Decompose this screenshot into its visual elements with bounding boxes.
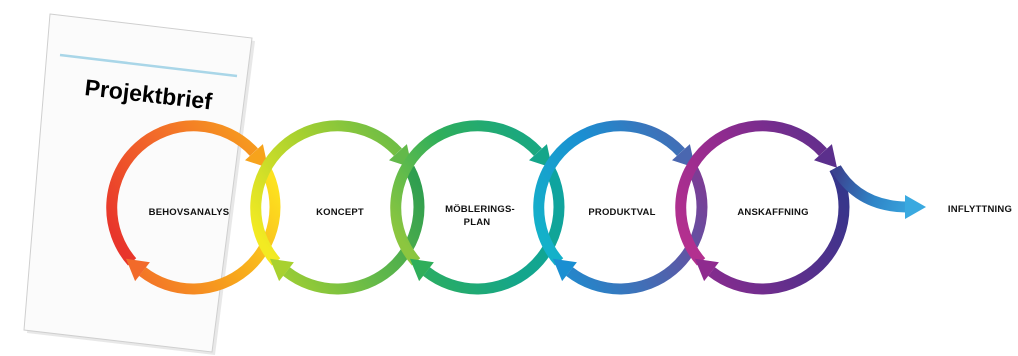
stage-arrowhead-upper [245,144,268,168]
stage-labels: BEHOVSANALYS KONCEPT MÖBLERINGS- PLAN PR… [149,204,1012,228]
stage-label-behovsanalys: BEHOVSANALYS [149,207,230,218]
stage-label-mobleringsplan: MÖBLERINGS- [445,204,515,215]
stage-arc-lower [283,165,425,295]
stage-label-anskaffning: ANSKAFFNING [737,207,808,218]
final-arrow-path [831,165,907,213]
document-page [23,13,253,353]
stage-ring-3 [390,120,565,295]
stage-rings [106,120,850,295]
stage-label-produktval: PRODUKTVAL [588,207,655,218]
stage-ring-4 [533,120,708,295]
stage-arc-upper [390,120,542,266]
document-header-rule [59,53,238,78]
stage-arrowhead-upper [814,144,837,168]
stage-arrowhead-lower [695,258,719,282]
stage-ring-1 [106,120,281,295]
stage-arc-lower [423,165,565,295]
stage-arc-upper [106,120,258,266]
stage-arrowhead-lower [126,258,150,282]
stage-arc-upper [250,120,402,266]
stage-arrowhead-lower [410,258,434,282]
stage-arrowhead-lower [270,258,294,282]
stage-label-plan: PLAN [464,217,491,228]
final-arrow-group [831,165,926,219]
stage-arrowhead-lower [553,258,577,282]
end-label-inflyttning: INFLYTTNING [948,204,1012,215]
stage-arc-upper [533,120,685,266]
stage-arc-lower [708,165,850,295]
stage-arc-lower [566,165,708,295]
stage-arc-upper [675,120,827,266]
stage-label-koncept: KONCEPT [316,207,364,218]
stage-arc-lower [139,165,281,295]
stage-ring-5 [675,120,850,295]
stage-arrowhead-upper [529,144,552,168]
final-arrowhead [905,195,926,219]
project-brief-document: Projektbrief [23,13,255,355]
